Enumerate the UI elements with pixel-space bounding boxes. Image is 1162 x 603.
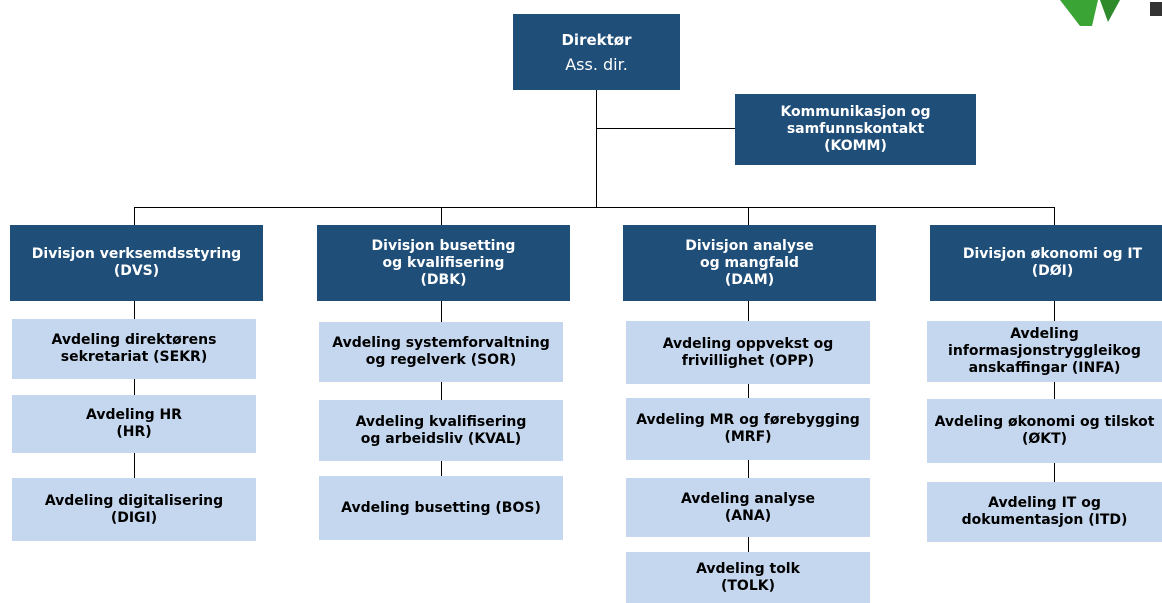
connector-top-vertical [596, 90, 597, 208]
division-box-dbk: Divisjon busetting og kvalifisering (DBK… [317, 225, 570, 301]
connector-div2 [441, 207, 442, 225]
logo-icon [1060, 0, 1162, 26]
director-subtitle: Ass. dir. [565, 54, 628, 74]
connector-staff [596, 128, 735, 129]
connector-horizontal [134, 207, 1055, 208]
director-title: Direktør [561, 30, 632, 49]
department-box-sor: Avdeling systemforvaltning og regelverk … [319, 322, 563, 382]
komm-box: Kommunikasjon og samfunnskontakt (KOMM) [735, 94, 976, 165]
director-box: Direktør Ass. dir. [513, 14, 680, 90]
division-box-dvs: Divisjon verksemdsstyring (DVS) [10, 225, 263, 301]
department-label: Avdeling analyse (ANA) [680, 490, 816, 524]
department-label: Avdeling økonomi og tilskot (ØKT) [934, 414, 1155, 447]
division-box-doi: Divisjon økonomi og IT (DØI) [930, 225, 1162, 301]
department-label: Avdeling MR og førebygging (MRF) [636, 412, 860, 445]
department-box-bos: Avdeling busetting (BOS) [319, 476, 563, 540]
department-box-mrf: Avdeling MR og førebygging (MRF) [626, 398, 870, 460]
department-label: Avdeling systemforvaltning og regelverk … [332, 335, 550, 368]
division-box-dam: Divisjon analyse og mangfald (DAM) [623, 225, 876, 301]
department-box-infa: Avdeling informasjonstryggleikog anskaff… [927, 321, 1162, 382]
department-box-okt: Avdeling økonomi og tilskot (ØKT) [927, 399, 1162, 463]
department-label: Avdeling informasjonstryggleikog anskaff… [948, 326, 1141, 376]
division-label: Divisjon analyse og mangfald (DAM) [685, 237, 814, 288]
department-label: Avdeling tolk (TOLK) [696, 560, 800, 594]
department-label: Avdeling HR (HR) [86, 407, 182, 440]
division-label: Divisjon busetting og kvalifisering (DBK… [371, 237, 516, 288]
department-box-sekr: Avdeling direktørens sekretariat (SEKR) [12, 319, 256, 379]
department-box-ana: Avdeling analyse (ANA) [626, 478, 870, 537]
department-label: Avdeling oppvekst og frivillighet (OPP) [662, 335, 834, 369]
connector-div4 [1054, 207, 1055, 225]
connector-div3 [748, 207, 749, 225]
division-label: Divisjon verksemdsstyring (DVS) [31, 246, 242, 279]
department-box-tolk: Avdeling tolk (TOLK) [626, 552, 870, 603]
department-label: Avdeling direktørens sekretariat (SEKR) [51, 332, 217, 365]
komm-label: Kommunikasjon og samfunnskontakt (KOMM) [780, 104, 931, 154]
division-label: Divisjon økonomi og IT (DØI) [962, 246, 1143, 279]
department-box-kval: Avdeling kvalifisering og arbeidsliv (KV… [319, 400, 563, 461]
department-box-digi: Avdeling digitalisering (DIGI) [12, 478, 256, 541]
connector-col2 [441, 300, 442, 480]
connector-col4 [1054, 300, 1055, 490]
department-label: Avdeling busetting (BOS) [341, 499, 541, 516]
connector-col1 [134, 300, 135, 480]
department-box-opp: Avdeling oppvekst og frivillighet (OPP) [626, 321, 870, 384]
department-label: Avdeling kvalifisering og arbeidsliv (KV… [355, 413, 527, 447]
department-label: Avdeling IT og dokumentasjon (ITD) [961, 495, 1128, 528]
department-box-hr: Avdeling HR (HR) [12, 395, 256, 453]
connector-div1 [134, 207, 135, 225]
department-box-itd: Avdeling IT og dokumentasjon (ITD) [927, 482, 1162, 542]
department-label: Avdeling digitalisering (DIGI) [44, 492, 224, 526]
